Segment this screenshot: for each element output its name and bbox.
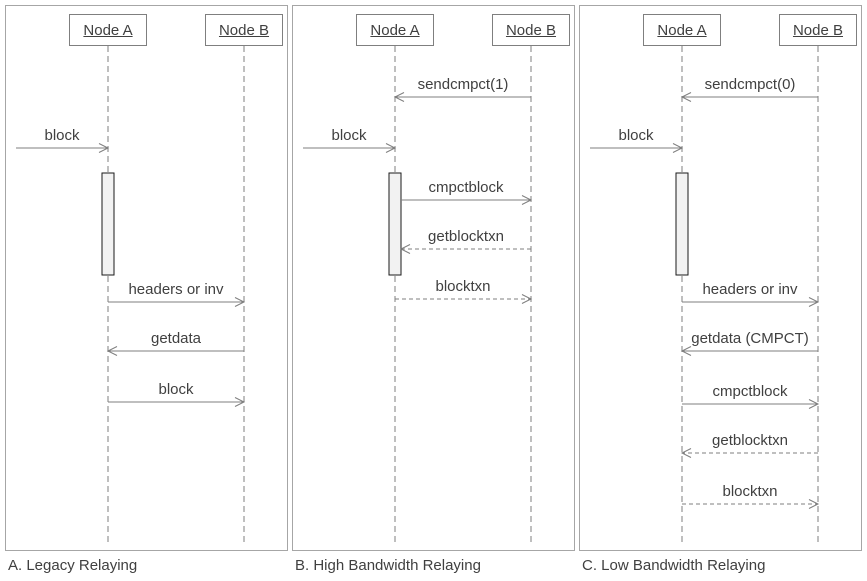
arrowhead-left-icon — [399, 244, 411, 254]
arrowhead-right-icon — [234, 397, 246, 407]
arrowhead-left-icon — [680, 448, 692, 458]
message-label: block — [44, 127, 80, 144]
message-label: block — [618, 127, 654, 144]
arrowhead-right-icon — [98, 143, 110, 153]
arrowhead-left-icon — [680, 346, 692, 356]
panel-legacy-relaying: Node A Node B block headers or inv getda… — [5, 5, 288, 551]
message-label: getblocktxn — [428, 228, 504, 245]
message-label: cmpctblock — [712, 383, 788, 400]
message-label: sendcmpct(1) — [417, 76, 509, 93]
panel-low-bandwidth-canvas — [590, 46, 820, 546]
message-label: sendcmpct(0) — [704, 76, 796, 93]
message-label: cmpctblock — [428, 179, 504, 196]
message-label: getblocktxn — [712, 432, 788, 449]
message-label: headers or inv — [128, 281, 224, 298]
arrowhead-right-icon — [808, 297, 820, 307]
actor-label: Node A — [657, 21, 707, 39]
panel-caption-legacy: A. Legacy Relaying — [8, 557, 138, 574]
message-label: getdata — [150, 330, 202, 347]
actor-label: Node B — [218, 21, 270, 39]
actor-label: Node A — [370, 21, 420, 39]
message-label: getdata (CMPCT) — [691, 330, 809, 347]
arrowhead-left-icon — [680, 92, 692, 102]
activation-bar-node-a — [388, 172, 402, 276]
panel-legacy-canvas — [16, 46, 246, 546]
actor-label: Node B — [505, 21, 557, 39]
actor-box-node-b: Node B — [779, 14, 857, 46]
actor-label: Node A — [83, 21, 133, 39]
arrowhead-right-icon — [521, 195, 533, 205]
arrowhead-left-icon — [393, 92, 405, 102]
actor-box-node-a: Node A — [356, 14, 434, 46]
arrowhead-right-icon — [808, 399, 820, 409]
actor-label: Node B — [792, 21, 844, 39]
arrowhead-right-icon — [521, 294, 533, 304]
actor-box-node-a: Node A — [643, 14, 721, 46]
message-label: block — [158, 381, 194, 398]
arrowhead-right-icon — [234, 297, 246, 307]
message-label: blocktxn — [435, 278, 491, 295]
panel-high-bandwidth-relaying: Node A Node B sendcmpct(1) block cmpctbl… — [292, 5, 575, 551]
actor-box-node-a: Node A — [69, 14, 147, 46]
panel-high-bandwidth-canvas — [303, 46, 533, 546]
panel-caption-high-bandwidth: B. High Bandwidth Relaying — [295, 557, 481, 574]
panel-low-bandwidth-relaying: Node A Node B sendcmpct(0) block headers… — [579, 5, 862, 551]
arrowhead-right-icon — [385, 143, 397, 153]
message-label: headers or inv — [702, 281, 798, 298]
arrowhead-right-icon — [808, 499, 820, 509]
actor-box-node-b: Node B — [492, 14, 570, 46]
panel-caption-low-bandwidth: C. Low Bandwidth Relaying — [582, 557, 766, 574]
message-label: block — [331, 127, 367, 144]
activation-bar-node-a — [101, 172, 115, 276]
arrowhead-right-icon — [672, 143, 684, 153]
activation-bar-node-a — [675, 172, 689, 276]
arrowhead-left-icon — [106, 346, 118, 356]
actor-box-node-b: Node B — [205, 14, 283, 46]
message-label: blocktxn — [722, 483, 778, 500]
